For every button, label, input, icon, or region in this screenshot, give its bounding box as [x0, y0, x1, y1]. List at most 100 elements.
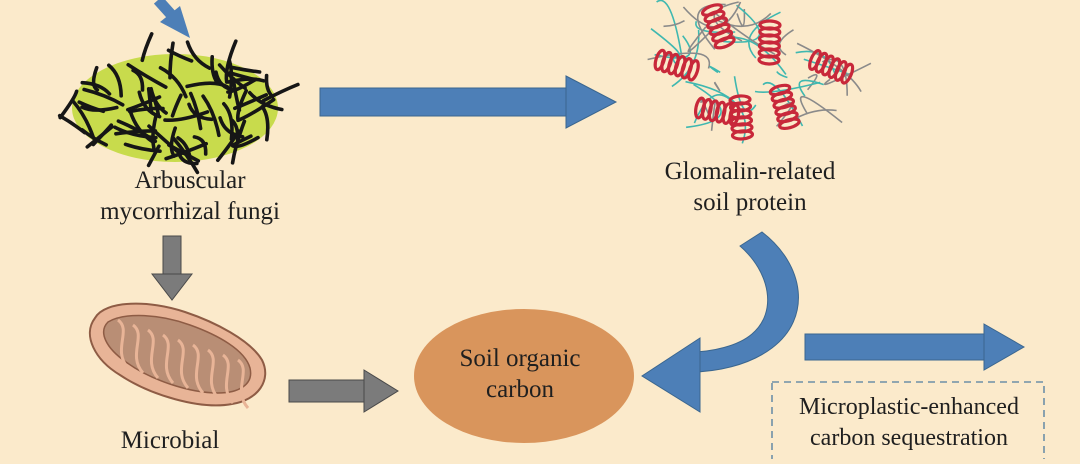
hypha-strand — [80, 128, 108, 147]
amf-label: Arbuscular mycorrhizal fungi — [60, 165, 320, 227]
hypha-strand — [176, 136, 192, 161]
hypha-strand — [146, 87, 154, 115]
protein-coil — [806, 74, 818, 91]
hypha-strand — [187, 102, 214, 122]
arrow-amf-to-microbial — [150, 235, 194, 301]
hypha-strand — [80, 105, 119, 112]
protein-helix — [653, 48, 700, 82]
amf-label-line-2: mycorrhizal fungi — [100, 198, 280, 225]
soc-label: Soil organic carbon — [410, 343, 630, 405]
microbe-fold — [176, 338, 190, 389]
hypha-strand — [164, 141, 208, 161]
hypha-strand — [185, 81, 230, 89]
hypha-strand — [131, 68, 145, 92]
hypha-strand — [163, 110, 210, 123]
hypha-strand — [171, 136, 200, 175]
helix-turn — [778, 117, 801, 131]
hypha-strand — [260, 104, 270, 142]
hypha-strand — [128, 106, 165, 114]
microbe-fold — [161, 333, 175, 384]
hypha-strand — [85, 124, 114, 149]
protein-coil — [647, 52, 711, 69]
helix-turn — [840, 62, 855, 85]
helix-turn — [728, 103, 741, 127]
sequestration-label-line-2: carbon sequestration — [810, 425, 1008, 451]
microbe-inner — [103, 314, 252, 394]
microbe-fold — [206, 348, 220, 399]
hypha-strand — [188, 91, 203, 131]
microbe-fold — [221, 353, 235, 404]
protein-coil — [663, 20, 685, 28]
microbe-fold — [191, 343, 205, 394]
protein-coil — [748, 11, 781, 59]
hyphae — [57, 32, 300, 175]
hypha-strand — [126, 63, 168, 89]
protein-coil — [799, 96, 843, 124]
hypha-strand — [237, 97, 276, 122]
arrow-to-sequestration — [804, 323, 1026, 371]
protein-coil — [723, 4, 761, 43]
arrow-grsp-to-soc — [641, 231, 799, 413]
protein-helix — [768, 83, 801, 131]
soc-label-line-1: Soil organic — [459, 345, 581, 372]
protein-helix — [808, 49, 855, 85]
hypha-strand — [228, 71, 255, 81]
arrow-microbial-to-soc — [288, 369, 399, 413]
microbe-fold — [236, 358, 250, 409]
protein-coil — [713, 81, 721, 92]
protein-helix — [700, 3, 736, 50]
sequestration-label: Microplastic-enhanced carbon sequestrati… — [776, 392, 1042, 454]
protein-coil — [687, 26, 712, 53]
arrow-amf-to-grsp — [319, 75, 618, 129]
microbe-fold — [131, 323, 145, 374]
microbe-fold — [146, 328, 160, 379]
hypha-strand — [264, 73, 275, 99]
microbe-folds — [116, 318, 250, 409]
helix-turn — [730, 129, 755, 141]
hypha-strand — [230, 119, 247, 165]
hypha-strand — [261, 82, 300, 103]
hypha-strand — [222, 102, 234, 141]
grsp-label-line-1: Glomalin-related — [664, 158, 836, 185]
hypha-strand — [146, 144, 161, 168]
helix-turn — [713, 35, 736, 50]
hypha-strand — [147, 124, 179, 153]
hypha-strand — [107, 63, 123, 98]
soc-label-line-2: carbon — [485, 376, 555, 403]
microbe-illustration — [89, 302, 267, 409]
hypha-strand — [82, 87, 125, 107]
amf-label-line-1: Arbuscular — [134, 167, 246, 194]
protein-coil — [686, 83, 722, 129]
hypha-strand — [229, 65, 262, 74]
hypha-strand — [247, 90, 284, 112]
hypha-strand — [230, 134, 253, 148]
hypha-strand — [233, 93, 268, 111]
protein-coil — [754, 81, 821, 93]
grsp-label: Glomalin-related soil protein — [620, 156, 880, 218]
protein-coil — [778, 29, 794, 56]
hypha-strand — [170, 93, 183, 118]
microbial-label: Microbial — [70, 425, 270, 456]
hypha-strand — [185, 40, 212, 70]
hypha-strand — [80, 80, 112, 96]
hypha-strand — [58, 89, 79, 120]
hypha-strand — [168, 41, 175, 80]
incoming-arrow — [153, 0, 190, 38]
protein-coil — [714, 12, 772, 28]
protein-coil — [656, 0, 683, 56]
grsp-label-line-2: soil protein — [693, 189, 807, 216]
sequestration-label-line-1: Microplastic-enhanced — [799, 394, 1019, 420]
microbial-label-line-1: Microbial — [120, 427, 220, 454]
hypha-strand — [71, 99, 96, 140]
hypha-strand — [192, 135, 208, 156]
hypha-strand — [226, 77, 258, 94]
hypha-strand — [210, 55, 219, 85]
protein-coil — [798, 79, 824, 97]
protein-coil — [823, 62, 872, 86]
soc-ellipse — [414, 309, 634, 443]
microbe-fold — [116, 318, 130, 369]
hypha-strand — [91, 65, 100, 92]
hypha-strand — [151, 113, 158, 151]
